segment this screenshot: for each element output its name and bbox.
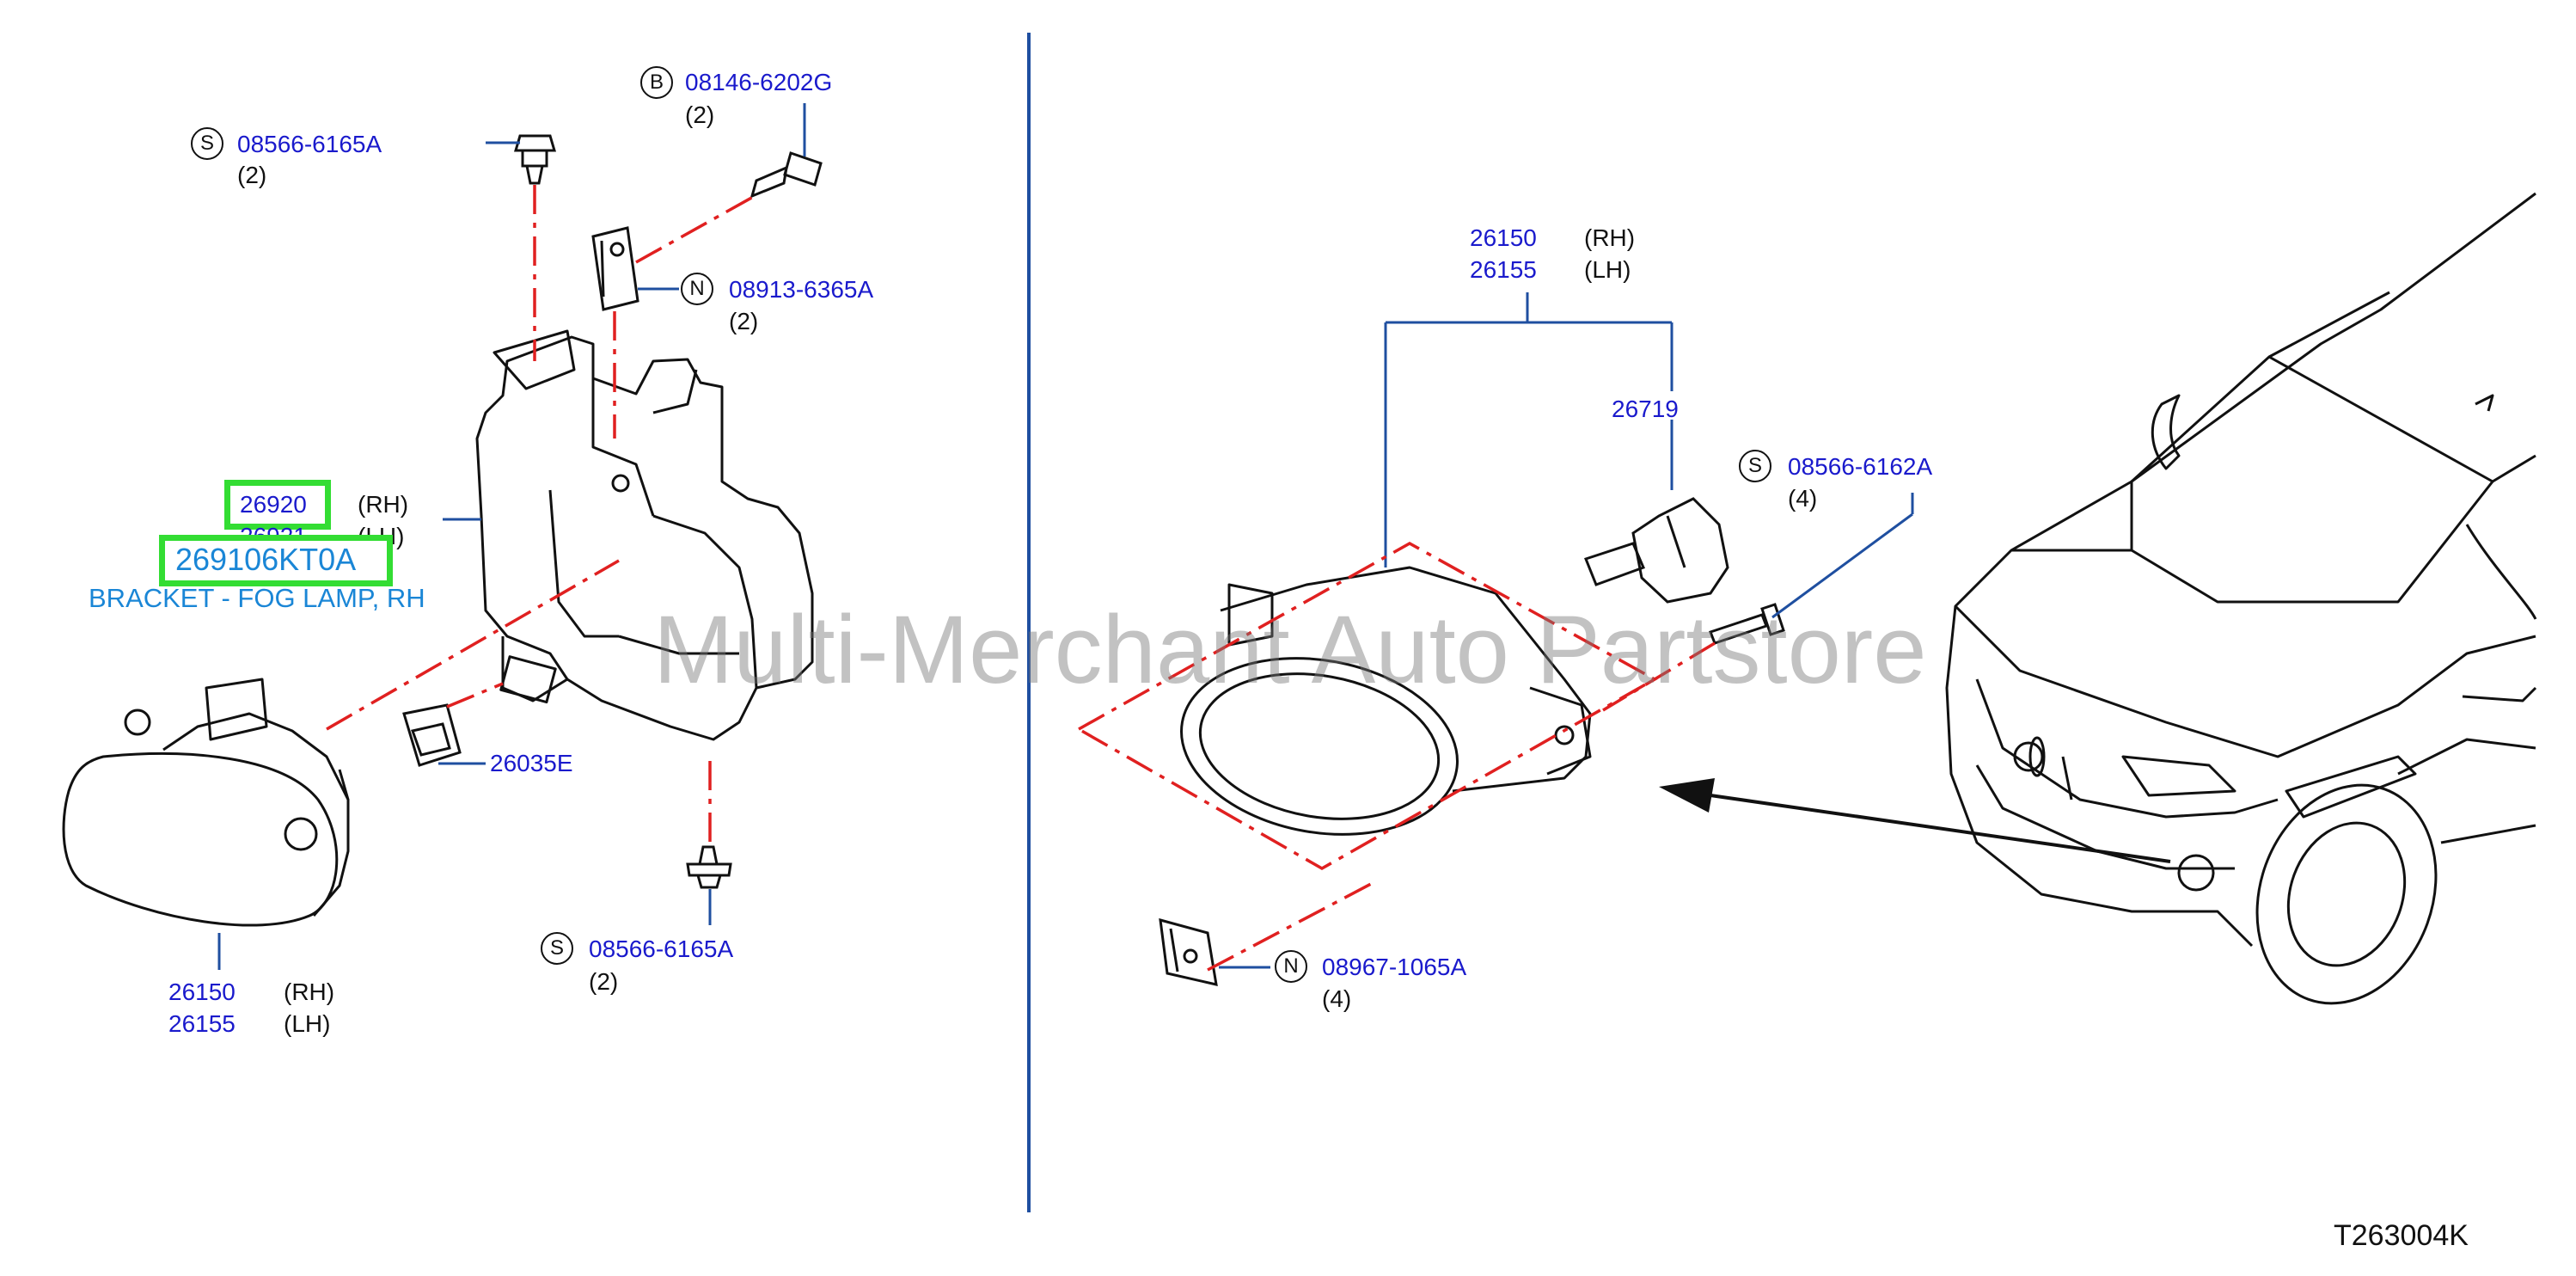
highlight-bracket-rh bbox=[224, 480, 331, 530]
badge-n-bottom: N bbox=[1275, 950, 1307, 983]
watermark: Multi-Merchant Auto Partstore bbox=[653, 596, 1927, 703]
badge-s-top: S bbox=[191, 127, 223, 160]
screw-right-drawing bbox=[1709, 603, 1785, 645]
badge-s-right: S bbox=[1739, 450, 1771, 482]
qty-clip-top: (2) bbox=[729, 308, 759, 334]
connector-drawing bbox=[402, 703, 462, 767]
qty-bolt-top-left: (2) bbox=[237, 162, 267, 188]
badge-b: B bbox=[640, 66, 673, 99]
part-number-bracket-rh[interactable]: 26920 bbox=[240, 491, 307, 518]
highlight-selected-part bbox=[159, 535, 393, 586]
selected-part-description: BRACKET - FOG LAMP, RH bbox=[89, 583, 425, 613]
clip-top-drawing bbox=[591, 226, 639, 311]
part-number-connector[interactable]: 26035E bbox=[490, 750, 573, 776]
qty-bolt-b: (2) bbox=[685, 101, 715, 128]
fog-lamp-left-drawing bbox=[62, 678, 350, 927]
side-bracket-rh: (RH) bbox=[358, 491, 409, 518]
part-number-lamp-left-rh[interactable]: 26150 bbox=[168, 978, 236, 1005]
part-number-clip-bottom[interactable]: 08967-1065A bbox=[1322, 954, 1467, 980]
part-number-bolt-bottom[interactable]: 08566-6165A bbox=[589, 936, 734, 962]
part-number-lamp-left-lh[interactable]: 26155 bbox=[168, 1010, 236, 1037]
selected-part-number[interactable]: 269106KT0A bbox=[175, 542, 357, 577]
bracket-drawing bbox=[475, 329, 814, 741]
part-number-clip-top[interactable]: 08913-6365A bbox=[729, 276, 874, 303]
location-arrow bbox=[1659, 778, 2171, 863]
side-lamp-right-rh: (RH) bbox=[1584, 224, 1636, 251]
part-number-bulb[interactable]: 26719 bbox=[1612, 396, 1679, 422]
bolt-top-left-drawing bbox=[513, 134, 557, 185]
vehicle-drawing bbox=[1945, 192, 2537, 1005]
bolt-bottom-drawing bbox=[686, 845, 732, 889]
badge-n-top: N bbox=[681, 273, 713, 305]
side-lamp-left-lh: (LH) bbox=[284, 1010, 331, 1037]
bulb-drawing bbox=[1584, 497, 1729, 604]
side-lamp-left-rh: (RH) bbox=[284, 978, 335, 1005]
part-number-screw-right[interactable]: 08566-6162A bbox=[1788, 453, 1933, 480]
fog-lamp-right-drawing bbox=[1180, 566, 1592, 836]
bolt-b-drawing bbox=[750, 151, 823, 199]
part-number-bolt-top-left[interactable]: 08566-6165A bbox=[237, 131, 382, 157]
diagram-code: T263004K bbox=[2334, 1219, 2469, 1252]
qty-clip-bottom: (4) bbox=[1322, 985, 1352, 1012]
side-lamp-right-lh: (LH) bbox=[1584, 256, 1631, 283]
badge-s-bottom: S bbox=[541, 932, 573, 965]
qty-bolt-bottom: (2) bbox=[589, 968, 619, 995]
clip-bottom-drawing bbox=[1159, 917, 1218, 986]
part-number-bolt-b[interactable]: 08146-6202G bbox=[685, 69, 833, 95]
part-number-lamp-right-lh[interactable]: 26155 bbox=[1470, 256, 1537, 283]
part-number-lamp-right-rh[interactable]: 26150 bbox=[1470, 224, 1537, 251]
qty-screw-right: (4) bbox=[1788, 485, 1818, 512]
